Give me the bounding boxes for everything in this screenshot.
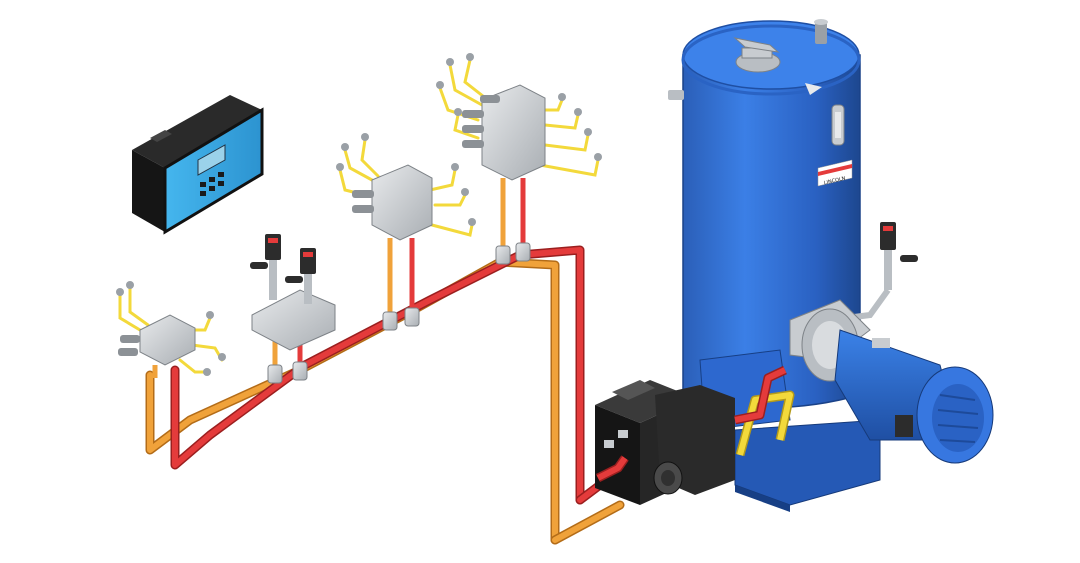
brand-label: LINCOLN	[817, 159, 853, 187]
electric-motor-icon	[789, 299, 994, 464]
pump-outlet-lines	[595, 365, 795, 483]
brand-label-text: LINCOLN	[823, 176, 846, 187]
pressure-switch-icon	[285, 248, 316, 304]
pressure-switch-icon	[250, 234, 281, 300]
control-unit-icon	[132, 95, 264, 235]
pump-base	[734, 419, 881, 506]
distributor-block-right	[436, 53, 602, 181]
main-lines	[145, 178, 625, 545]
pressure-switch-group	[250, 234, 336, 351]
main-line-orange	[145, 257, 560, 545]
distributor-block-middle	[336, 133, 476, 241]
distributor-block-left	[116, 281, 226, 376]
main-line-red	[170, 245, 585, 505]
reversing-valve-box	[595, 380, 735, 505]
